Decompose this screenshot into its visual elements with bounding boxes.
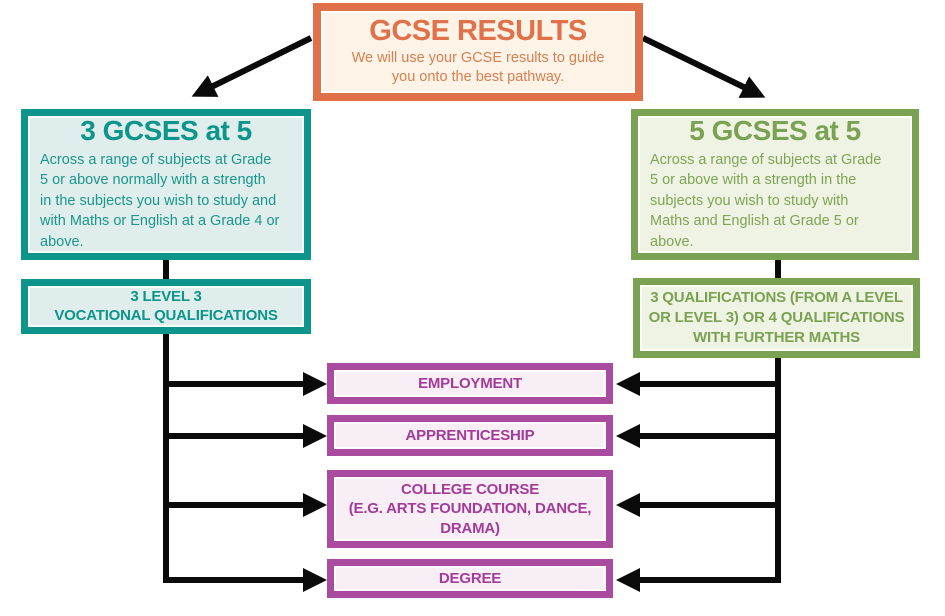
outcome-degree-box: DEGREE <box>327 559 613 598</box>
gcse-results-title: GCSE RESULTS <box>369 15 587 48</box>
gcse-results-description: We will use your GCSE results to guide y… <box>351 49 605 86</box>
gcse-results-box: GCSE RESULTS We will use your GCSE resul… <box>313 3 643 101</box>
outcome-degree-label: DEGREE <box>438 569 502 587</box>
a-level-qualifications-box: 3 QUALIFICATIONS (FROM A LEVEL OR LEVEL … <box>633 278 920 358</box>
left-spine-degree-arrow <box>163 330 327 592</box>
three-gcses-description: Across a range of subjects at Grade 5 or… <box>40 151 280 251</box>
five-gcses-box: 5 GCSES at 5 Across a range of subjects … <box>631 109 919 260</box>
vocational-qualifications-box: 3 LEVEL 3 VOCATIONAL QUALIFICATIONS <box>21 279 311 334</box>
five-gcses-title: 5 GCSES at 5 <box>689 115 861 147</box>
three-gcses-title: 3 GCSES at 5 <box>80 115 252 147</box>
a-level-qualifications-label: 3 QUALIFICATIONS (FROM A LEVEL OR LEVEL … <box>648 288 905 347</box>
three-gcses-box: 3 GCSES at 5 Across a range of subjects … <box>21 109 311 260</box>
arrow-title-to-left <box>191 35 313 97</box>
five-gcses-description: Across a range of subjects at Grade 5 or… <box>650 151 882 251</box>
arrow-title-to-right <box>641 35 766 98</box>
outcome-apprenticeship-box: APPRENTICESHIP <box>327 415 613 456</box>
right-spine-degree-arrow <box>616 356 781 592</box>
outcome-apprenticeship-label: APPRENTICESHIP <box>405 426 535 444</box>
outcome-employment-box: EMPLOYMENT <box>327 363 613 404</box>
vocational-qualifications-label: 3 LEVEL 3 VOCATIONAL QUALIFICATIONS <box>54 287 278 324</box>
outcome-college-course-box: COLLEGE COURSE (E.G. ARTS FOUNDATION, DA… <box>327 470 613 548</box>
outcome-college-course-label: COLLEGE COURSE (E.G. ARTS FOUNDATION, DA… <box>348 480 592 537</box>
outcome-employment-label: EMPLOYMENT <box>418 374 522 392</box>
